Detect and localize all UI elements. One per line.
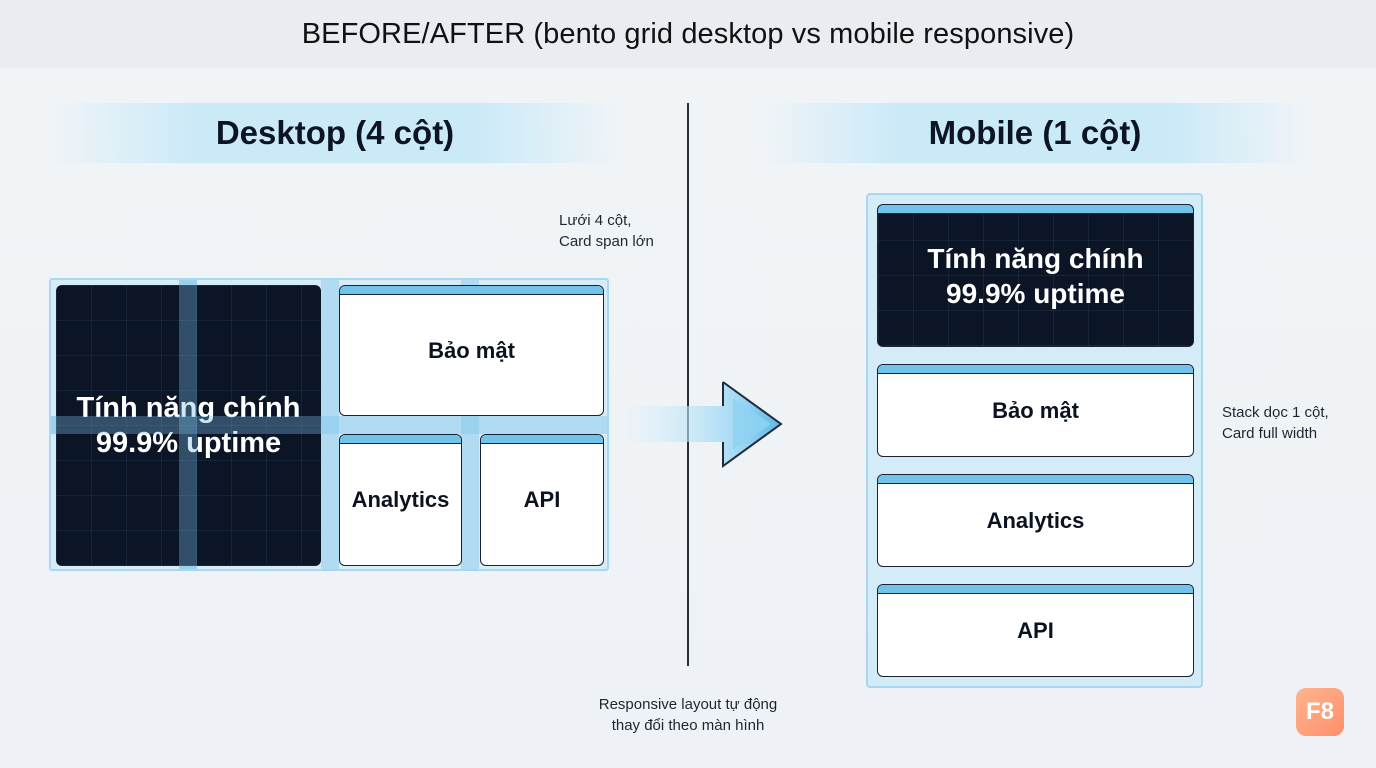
card-header-strip (340, 435, 461, 444)
mobile-card-api: API (877, 584, 1194, 677)
mobile-main-card: Tính năng chính 99.9% uptime (877, 204, 1194, 347)
f8-logo: F8 (1296, 688, 1344, 736)
desktop-card-analytics: Analytics (339, 434, 462, 566)
card-header-strip (340, 286, 603, 295)
desktop-note-line2: Card span lớn (559, 233, 654, 250)
desktop-main-card: Tính năng chính 99.9% uptime (56, 285, 321, 566)
grid-column-guide (179, 280, 197, 569)
mobile-card-analytics: Analytics (877, 474, 1194, 567)
card-header-strip (878, 585, 1193, 594)
main-card-metric: 99.9% uptime (95, 426, 282, 459)
desktop-note: Lưới 4 cột, Card span lớn (559, 210, 654, 252)
footer-note-line1: Responsive layout tự động (598, 696, 778, 713)
mobile-card-security: Bảo mật (877, 364, 1194, 457)
desktop-card-security: Bảo mật (339, 285, 604, 416)
card-header-strip (481, 435, 603, 444)
mobile-heading: Mobile (1 cột) (760, 103, 1310, 163)
card-label: Analytics (986, 507, 1085, 533)
title-bar: BEFORE/AFTER (bento grid desktop vs mobi… (0, 0, 1376, 68)
mobile-note-line1: Stack dọc 1 cột, (1222, 404, 1329, 421)
card-label: Bảo mật (428, 337, 515, 363)
grid-column-guide (321, 280, 339, 569)
mobile-stack: Tính năng chính 99.9% uptime Bảo mật Ana… (866, 193, 1203, 688)
card-label: API (1017, 617, 1054, 643)
mobile-note-line2: Card full width (1222, 425, 1318, 442)
desktop-heading: Desktop (4 cột) (50, 103, 620, 163)
desktop-card-api: API (480, 434, 604, 566)
card-header-strip (878, 365, 1193, 374)
card-header-strip (878, 205, 1193, 214)
mobile-note: Stack dọc 1 cột, Card full width (1222, 402, 1329, 444)
center-divider (687, 103, 689, 666)
card-label: Bảo mật (992, 397, 1079, 423)
grid-row-guide (51, 416, 321, 434)
card-header-strip (878, 475, 1193, 484)
card-label: Analytics (351, 487, 450, 512)
page-title: BEFORE/AFTER (bento grid desktop vs mobi… (301, 17, 1075, 50)
main-card-title: Tính năng chính (927, 242, 1144, 274)
footer-note: Responsive layout tự động thay đổi theo … (588, 694, 788, 736)
card-label: API (523, 487, 561, 512)
main-card-metric: 99.9% uptime (946, 277, 1125, 309)
desktop-note-line1: Lưới 4 cột, (559, 212, 632, 229)
footer-note-line2: thay đổi theo màn hình (611, 717, 765, 734)
main-card-title: Tính năng chính (76, 391, 301, 424)
desktop-bento-grid: Tính năng chính 99.9% uptime Bảo mật Ana… (49, 278, 609, 571)
transition-arrow-icon (625, 378, 785, 470)
